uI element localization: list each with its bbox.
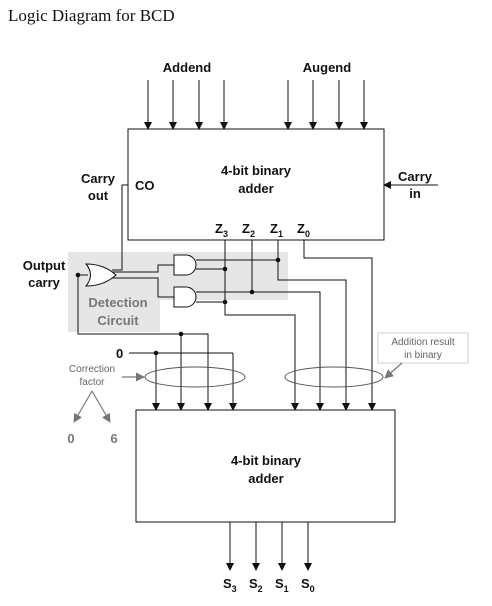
svg-text:Z3: Z3 xyxy=(215,221,228,239)
s-output-wires xyxy=(226,522,312,571)
correction-arrow-0 xyxy=(73,390,93,423)
output-carry-label-2: carry xyxy=(28,275,61,290)
svg-text:S0: S0 xyxy=(301,576,315,594)
z3-label: Z3 xyxy=(215,221,228,239)
top-adder-box xyxy=(127,128,385,241)
co-label: CO xyxy=(135,178,155,193)
addition-result-label-1: Addition result xyxy=(391,337,455,348)
detection-taps xyxy=(196,257,281,305)
detection-label-2: Circuit xyxy=(97,313,139,328)
correction-arrow-6 xyxy=(91,390,111,423)
correction-group-ellipse xyxy=(144,366,246,388)
bottom-adder-label-2: adder xyxy=(248,471,283,486)
and-lower-to-or xyxy=(110,277,174,298)
top-adder-label-2: adder xyxy=(238,181,273,196)
svg-text:Z2: Z2 xyxy=(242,221,255,239)
z2-label: Z2 xyxy=(242,221,255,239)
svg-text:S3: S3 xyxy=(223,576,237,594)
and-gate-lower xyxy=(173,286,197,308)
augend-inputs xyxy=(284,80,368,130)
z-output-wires xyxy=(224,240,376,411)
and-upper-to-or xyxy=(110,264,174,273)
augend-label: Augend xyxy=(303,60,351,75)
s2-label: S2 xyxy=(249,576,263,594)
addend-label: Addend xyxy=(163,60,211,75)
correction-six: 6 xyxy=(110,431,117,446)
correction-zero: 0 xyxy=(67,431,74,446)
s1-label: S1 xyxy=(275,576,289,594)
bottom-adder-box xyxy=(135,409,396,523)
top-adder-label-1: 4-bit binary xyxy=(221,163,292,178)
addition-group-ellipse xyxy=(284,366,384,388)
s0-label: S0 xyxy=(301,576,315,594)
correction-factor-label-2: factor xyxy=(79,377,105,388)
svg-text:Z0: Z0 xyxy=(297,221,310,239)
feedback-wire-b2 xyxy=(181,333,212,411)
or-gate xyxy=(84,263,117,287)
detection-label-1: Detection xyxy=(88,295,147,310)
svg-text:Z1: Z1 xyxy=(270,221,283,239)
correction-factor-label-1: Correction xyxy=(69,364,115,375)
z1-label: Z1 xyxy=(270,221,283,239)
addition-pointer xyxy=(384,362,403,379)
carry-out-label-1: Carry xyxy=(81,171,116,186)
zero-input-label: 0 xyxy=(116,346,123,361)
carry-out-label-2: out xyxy=(88,188,109,203)
addition-result-box xyxy=(377,332,469,364)
carry-in-label-2: in xyxy=(409,186,421,201)
and-gate-upper xyxy=(173,254,197,276)
output-carry-feedback xyxy=(77,275,181,335)
page-title: Logic Diagram for BCD xyxy=(8,6,175,25)
svg-text:S2: S2 xyxy=(249,576,263,594)
bottom-adder-label-1: 4-bit binary xyxy=(231,453,302,468)
z0-label: Z0 xyxy=(297,221,310,239)
carry-out-wire xyxy=(112,184,128,271)
output-carry-label-1: Output xyxy=(23,258,66,273)
carry-in-label-1: Carry xyxy=(398,169,433,184)
addend-inputs xyxy=(144,80,228,130)
s3-label: S3 xyxy=(223,576,237,594)
svg-text:S1: S1 xyxy=(275,576,289,594)
addition-result-label-2: in binary xyxy=(404,350,442,361)
